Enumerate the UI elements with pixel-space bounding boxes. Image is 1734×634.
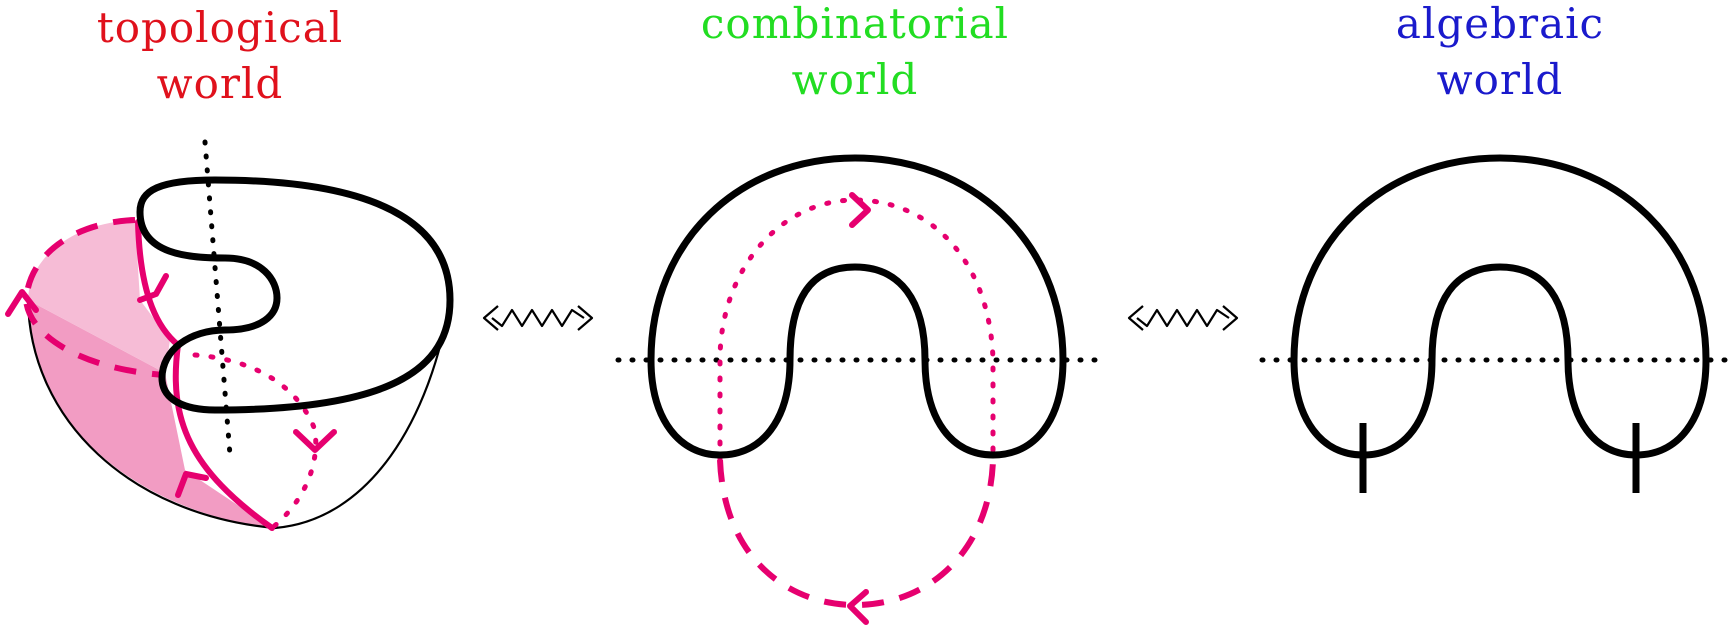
algebraic-title-line1: algebraic [1395, 0, 1605, 48]
curve-arrowhead-left [5, 289, 39, 317]
knot-curve [136, 176, 454, 414]
topological-panel [5, 139, 454, 531]
curve-dotted-strand [192, 352, 319, 531]
combinatorial-title-line1: combinatorial [700, 0, 1010, 48]
curve-arrowhead-upper [137, 273, 169, 303]
combinatorial-dashed-arc [717, 459, 996, 608]
curve-solid-strand [135, 219, 275, 531]
curve-dashed-arc [23, 217, 166, 378]
combinatorial-title: combinatorial world [660, 0, 1050, 108]
combinatorial-panel [615, 154, 1098, 625]
combinatorial-arrowhead-top [849, 192, 871, 228]
topological-title-line2: world [156, 59, 284, 108]
topological-axis [202, 139, 233, 458]
algebraic-panel [1259, 154, 1734, 493]
topological-title: topological world [55, 0, 385, 112]
combinatorial-title-line2: world [791, 55, 919, 104]
combinatorial-arrowhead-bottom [847, 589, 869, 625]
wavy-arrow-1 [482, 305, 594, 331]
wavy-arrow-2 [1127, 305, 1239, 331]
topological-title-line1: topological [96, 3, 344, 52]
surface-upper-region [28, 220, 170, 373]
curve-arrowhead-lower [175, 471, 209, 498]
curve-arrowhead-dotted [293, 429, 337, 453]
algebraic-title: algebraic world [1350, 0, 1650, 108]
algebraic-title-line2: world [1436, 55, 1564, 104]
algebraic-horseshoe [1290, 154, 1710, 459]
combinatorial-horseshoe [647, 154, 1067, 459]
combinatorial-dotted-circle [717, 197, 996, 463]
